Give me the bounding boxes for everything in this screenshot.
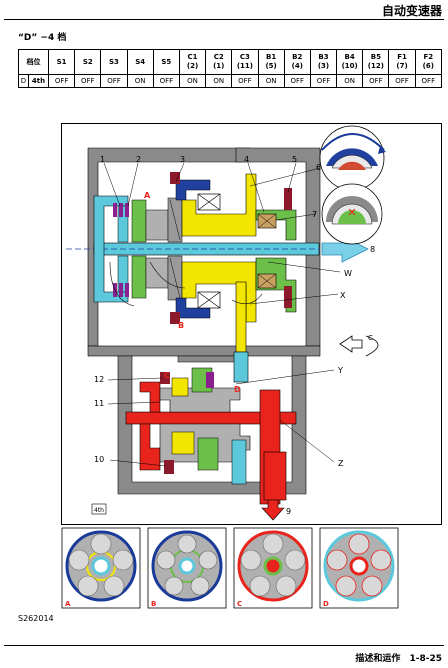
- callout-12: 12: [94, 375, 104, 384]
- table-cell: OFF: [47, 74, 76, 88]
- figure-code: S262014: [18, 614, 54, 623]
- one-way-clutch-f2: [197, 193, 221, 309]
- svg-text:✕: ✕: [347, 206, 356, 219]
- brake-drum-blue: [170, 172, 211, 324]
- callout-11: 11: [94, 399, 104, 408]
- callout-3: 3: [180, 155, 185, 164]
- table-header-cell: C1(2): [178, 49, 207, 75]
- planet-set-c: C: [233, 527, 313, 609]
- table-cell: OFF: [362, 74, 390, 88]
- direction-arrow-icon: C: [339, 334, 379, 357]
- callout-8: 8: [370, 245, 375, 254]
- table-cell: ON: [336, 74, 364, 88]
- table-header-cell: C2(1): [205, 49, 233, 75]
- callout-w: W: [344, 269, 352, 278]
- planet-markers: A B C D: [144, 191, 241, 394]
- page-header: 自动变速器: [0, 0, 448, 22]
- rear-planetary: [159, 367, 251, 485]
- callout-z: Z: [338, 459, 344, 468]
- callout-labels: 1 2 3 4 5 6 7 8 W X Y Z 12 11 10 9: [94, 155, 375, 516]
- header-title: 自动变速器: [381, 4, 442, 18]
- callout-9: 9: [286, 507, 291, 516]
- output-shaft: [125, 381, 297, 505]
- one-way-clutch-inset-f2: [319, 125, 386, 191]
- marker-b: B: [178, 321, 184, 330]
- transmission-case: [87, 147, 321, 357]
- callout-2: 2: [136, 155, 141, 164]
- table-header-cell: B5(12): [362, 49, 390, 75]
- marker-c: C: [164, 371, 170, 380]
- planet-label-d: D: [323, 600, 329, 608]
- table-header-cell: B2(4): [283, 49, 311, 75]
- marker-a: A: [144, 191, 151, 200]
- header-rule: [4, 19, 444, 20]
- section-title: “D” −4 档: [18, 33, 67, 43]
- planet-set-d: D: [319, 527, 399, 609]
- transfer-shaft: [233, 351, 249, 383]
- callout-x: X: [340, 291, 346, 300]
- planet-set-a: A: [61, 527, 141, 609]
- one-way-clutch-inset-f1: ✕: [321, 183, 383, 245]
- table-header-cell: 档位: [18, 49, 49, 75]
- table-cell: OFF: [414, 74, 443, 88]
- footer-rule: [4, 645, 444, 646]
- planet-set-b: B: [147, 527, 227, 609]
- callout-10: 10: [94, 455, 104, 464]
- callout-7: 7: [312, 210, 317, 219]
- diagram-frame: [61, 123, 442, 525]
- callout-1: 1: [100, 155, 105, 164]
- front-planetary: [131, 197, 183, 301]
- footer-section: 描述和运作: [355, 654, 401, 664]
- footer-page: 1-8-25: [409, 654, 442, 664]
- marker-d: D: [234, 385, 241, 394]
- power-flow-upper: [109, 261, 263, 307]
- output-arrow: [261, 499, 285, 521]
- table-header-cell: S1: [47, 49, 76, 75]
- callout-leaders: [103, 162, 341, 467]
- brake-b1: [255, 188, 297, 313]
- planet-label-a: A: [65, 600, 71, 608]
- table-header-cell: F2(6): [414, 49, 443, 75]
- callout-5: 5: [292, 155, 297, 164]
- gear-box-label: 4th: [94, 507, 104, 514]
- svg-text:C: C: [368, 334, 373, 342]
- callout-4: 4: [244, 155, 249, 164]
- callout-y: Y: [337, 366, 343, 375]
- table-header-cell: S3: [100, 49, 128, 75]
- gear-box: [91, 503, 107, 515]
- table-cell: ON: [257, 74, 285, 88]
- table-cell: OFF: [74, 74, 102, 88]
- page-footer: 描述和运作 1-8-25: [349, 651, 442, 664]
- planet-label-b: B: [151, 600, 156, 608]
- callout-6: 6: [316, 163, 321, 172]
- planet-label-c: C: [237, 600, 242, 608]
